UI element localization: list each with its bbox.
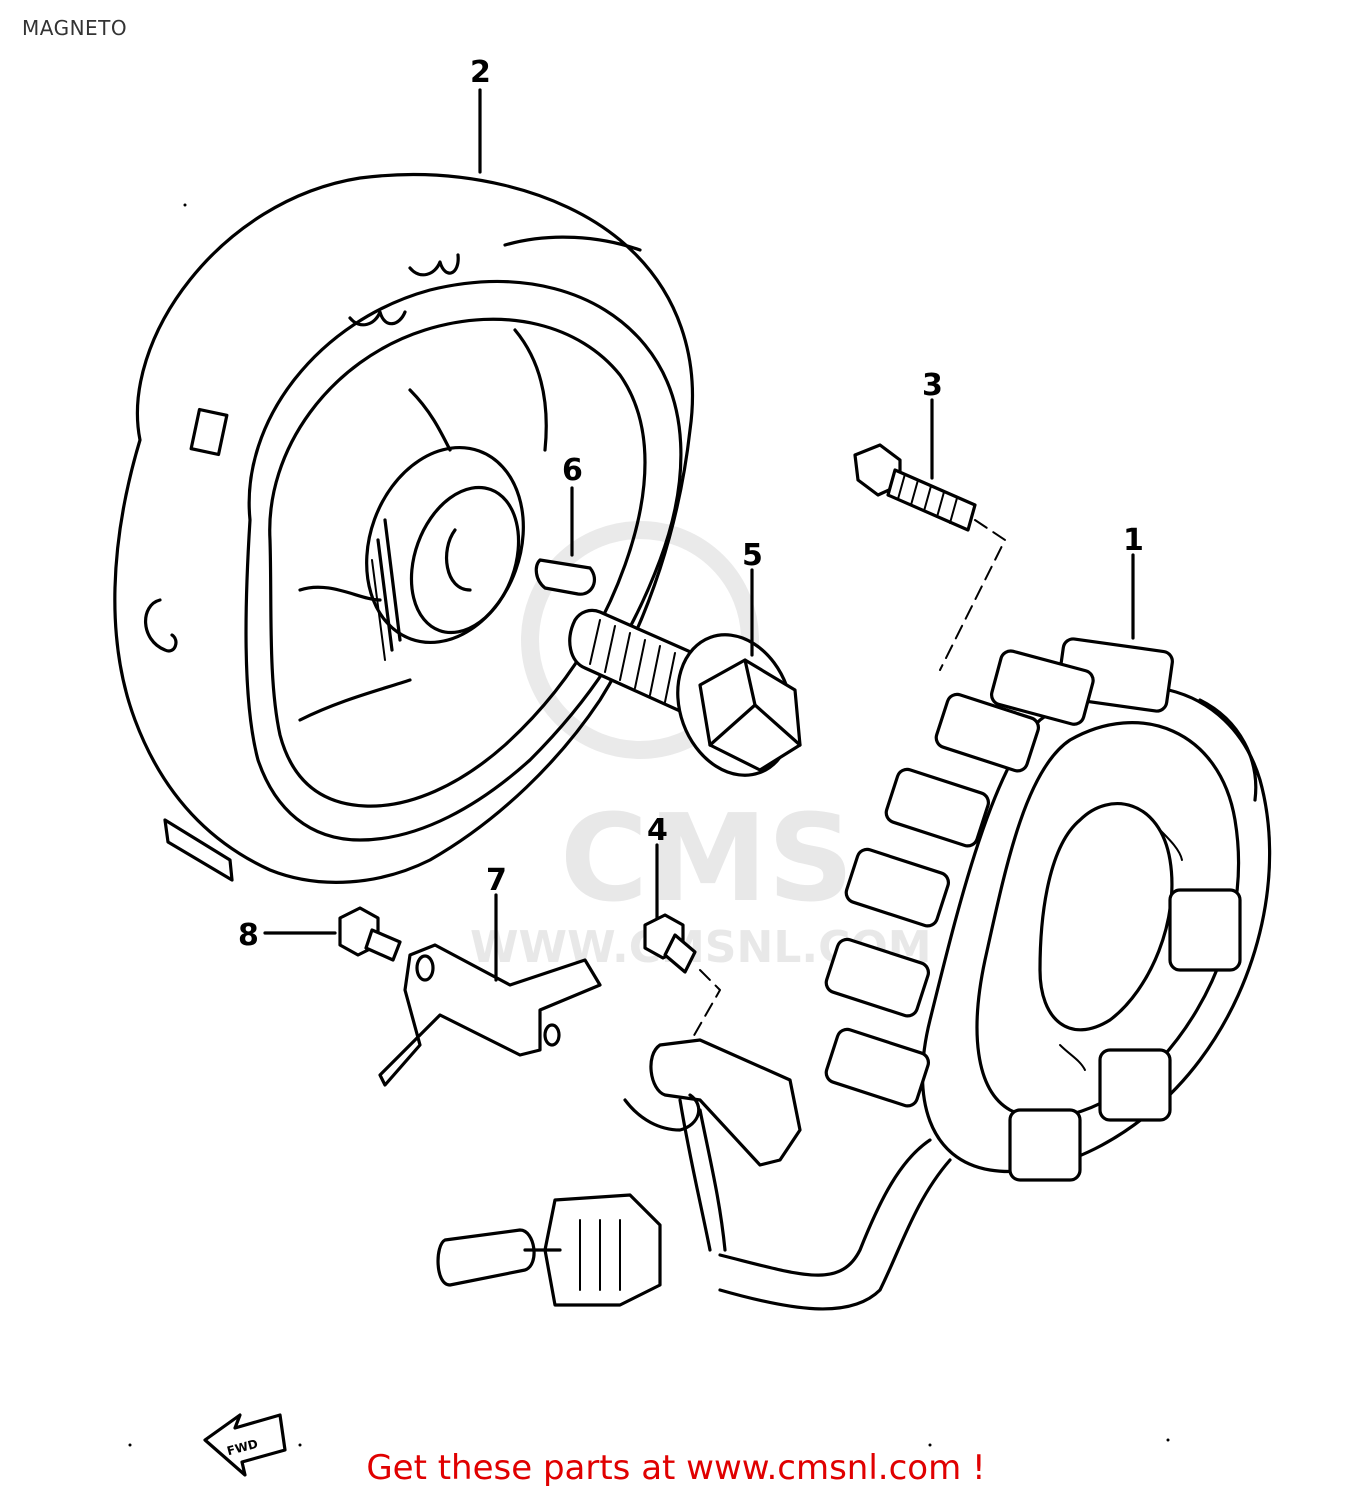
page-title: MAGNETO — [22, 16, 128, 40]
pickup-coil-harness[interactable] — [436, 1038, 952, 1311]
callout-3: 3 — [922, 368, 943, 403]
callout-leaders — [263, 88, 1135, 982]
callout-1: 1 — [1123, 523, 1144, 558]
callout-7: 7 — [486, 863, 507, 898]
watermark-brand: CMS — [560, 790, 854, 929]
callout-2: 2 — [470, 55, 491, 90]
footer-link[interactable]: Get these parts at www.cmsnl.com ! — [366, 1448, 986, 1488]
callout-6: 6 — [562, 453, 583, 488]
part-6-key[interactable] — [534, 558, 596, 596]
callout-4: 4 — [647, 813, 668, 848]
part-1-stator[interactable] — [824, 637, 1272, 1182]
callout-8: 8 — [238, 918, 259, 953]
part-2-rotor[interactable] — [113, 172, 694, 884]
part-8-bolt[interactable] — [338, 906, 402, 962]
part-3-screw[interactable] — [853, 443, 1006, 671]
part-7-bracket[interactable] — [378, 943, 602, 1087]
part-4-screw[interactable] — [643, 913, 721, 1061]
part-5-bolt[interactable] — [568, 608, 812, 791]
scan-dots — [128, 203, 1170, 1447]
callout-5: 5 — [742, 538, 763, 573]
callout-numbers: 1 2 3 4 5 6 7 8 — [238, 55, 1144, 953]
